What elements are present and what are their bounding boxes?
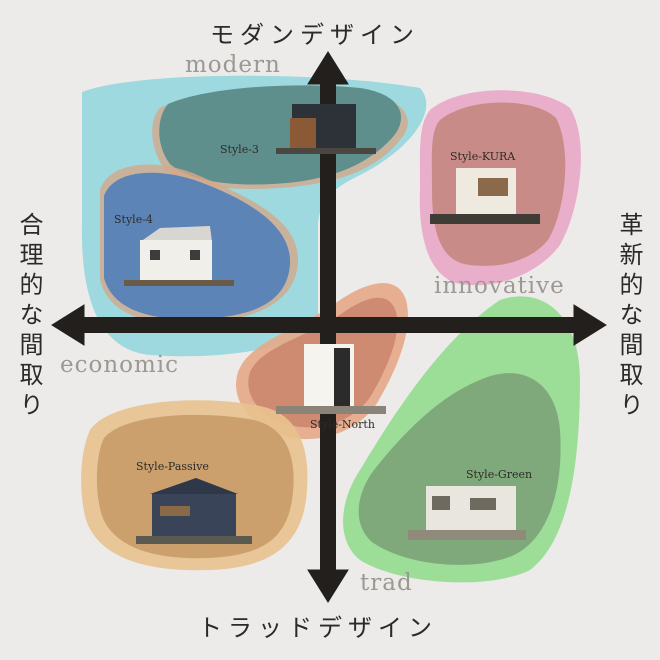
house-passive (136, 478, 252, 544)
axis-label-top: モダンデザイン (210, 21, 420, 49)
house-green (408, 486, 526, 540)
house-north (276, 344, 386, 414)
arrow-down-icon (307, 569, 349, 603)
style-label-4: Style-4 (114, 213, 153, 226)
style-label-north: Style-North (310, 418, 375, 431)
arrow-up-icon (307, 51, 349, 85)
style-label-kura: Style-KURA (450, 150, 516, 163)
axis-label-right: 革新的な間取り (615, 212, 643, 422)
house-kura (430, 168, 540, 224)
style-label-green: Style-Green (466, 468, 533, 481)
axis-label-left: 合理的な間取り (15, 212, 43, 422)
arrow-right-icon (573, 304, 607, 346)
label-trad: trad (360, 570, 413, 596)
house-style4 (124, 226, 234, 286)
house-style3 (276, 104, 376, 154)
style-label-passive: Style-Passive (136, 460, 209, 473)
label-innovative: innovative (434, 273, 565, 299)
axis-label-bottom: トラッドデザイン (198, 614, 438, 642)
label-economic: economic (60, 352, 180, 378)
style-label-3: Style-3 (220, 143, 259, 156)
label-modern: modern (185, 52, 281, 78)
axis-arrows (51, 51, 607, 603)
arrow-left-icon (51, 304, 85, 346)
